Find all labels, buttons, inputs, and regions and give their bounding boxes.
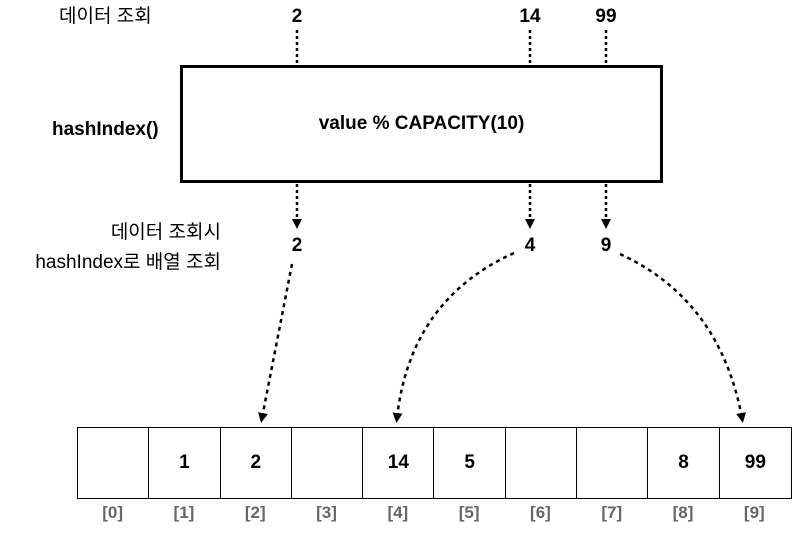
hash-function-text: value % CAPACITY(10) <box>318 113 525 134</box>
data-lookup-label: 데이터 조회 <box>59 6 152 27</box>
array-index-label: [6] <box>530 503 551 522</box>
input-value: 99 <box>595 6 617 27</box>
index-arrow <box>258 263 294 423</box>
array-indices: [0] [1] [2] [3] [4] [5] [6] [7] [8] [9] <box>77 503 790 523</box>
array-index-label: [9] <box>743 503 765 522</box>
lookup-label-line-1: 데이터 조회시 <box>110 222 221 243</box>
array-cell: 14 <box>363 428 435 498</box>
index-arrow <box>619 252 746 423</box>
input-value: 14 <box>519 6 541 27</box>
array-cell: 2 <box>221 428 292 498</box>
hash-index-label: hashIndex() <box>52 119 159 140</box>
array-cell: 99 <box>744 452 766 473</box>
array-index-label: [1] <box>173 503 195 522</box>
index-arrow <box>392 251 515 423</box>
array-cell: 5 <box>434 428 506 498</box>
array-index-label: [2] <box>244 503 266 522</box>
array-index-label: [5] <box>458 503 480 522</box>
array-cell <box>78 428 150 498</box>
array-cell: 1 <box>149 428 221 498</box>
array-cell <box>506 428 578 498</box>
array-cell <box>577 428 649 498</box>
array-index-label: [0] <box>102 503 124 522</box>
hash-array: 1 2 14 5 8 99 <box>77 427 792 499</box>
lookup-by-hash-index-label: 데이터 조회시 hashIndex로 배열 조회 <box>35 218 221 278</box>
hash-function-box: value % CAPACITY(10) <box>180 65 663 183</box>
array-index-label: [8] <box>672 503 694 522</box>
array-index-label: [3] <box>316 503 337 522</box>
array-cell <box>292 428 364 498</box>
array-index-label: [7] <box>601 503 623 522</box>
array-cell: 8 <box>648 428 720 498</box>
array-index-label: [4] <box>387 503 409 522</box>
hash-output-value: 4 <box>524 235 536 256</box>
hash-output-value: 2 <box>291 235 303 256</box>
hash-output-value: 9 <box>600 235 612 256</box>
input-value: 2 <box>291 6 303 27</box>
lookup-label-line-2: hashIndex로 배열 조회 <box>35 252 221 273</box>
